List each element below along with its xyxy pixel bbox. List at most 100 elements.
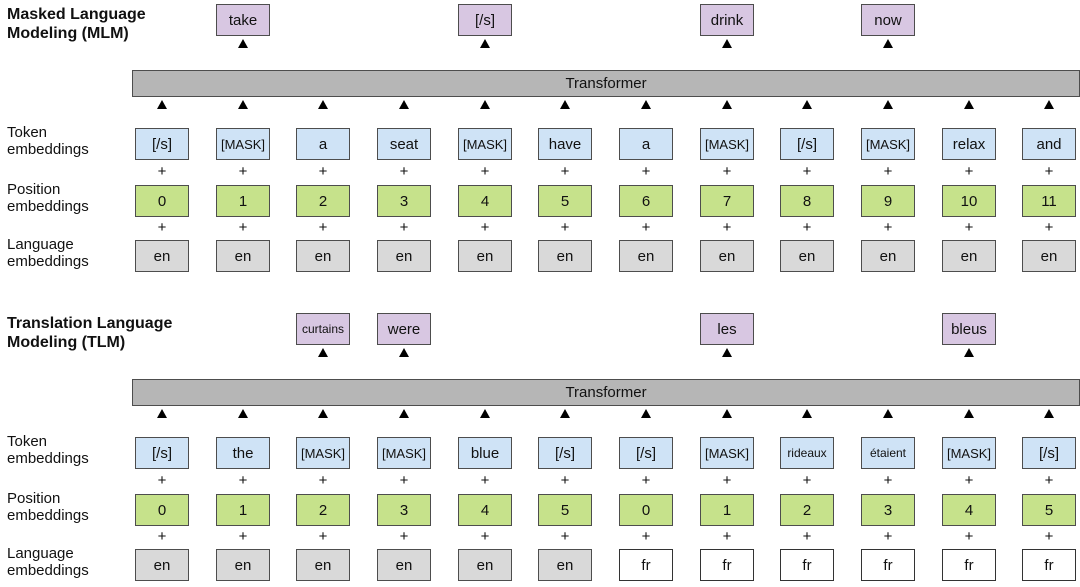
plus-sign: + <box>802 472 812 489</box>
plus-sign: + <box>964 528 974 545</box>
plus-sign: + <box>802 163 812 180</box>
token-box: étaient <box>861 437 915 469</box>
token-box: [/s] <box>135 437 189 469</box>
plus-sign: + <box>318 163 328 180</box>
plus-sign: + <box>641 219 651 236</box>
token-box: [MASK] <box>216 128 270 160</box>
plus-sign: + <box>480 528 490 545</box>
position-box: 5 <box>538 494 592 526</box>
position-box: 8 <box>780 185 834 217</box>
position-box: 1 <box>700 494 754 526</box>
plus-sign: + <box>399 472 409 489</box>
language-box: en <box>780 240 834 272</box>
plus-sign: + <box>399 528 409 545</box>
token-box: relax <box>942 128 996 160</box>
token-box: a <box>296 128 350 160</box>
token-box: [/s] <box>135 128 189 160</box>
plus-sign: + <box>560 472 570 489</box>
plus-sign: + <box>238 528 248 545</box>
plus-sign: + <box>1044 472 1054 489</box>
plus-sign: + <box>722 472 732 489</box>
language-box: fr <box>1022 549 1076 581</box>
plus-sign: + <box>722 528 732 545</box>
plus-sign: + <box>641 528 651 545</box>
plus-sign: + <box>1044 528 1054 545</box>
token-box: [MASK] <box>458 128 512 160</box>
position-box: 5 <box>1022 494 1076 526</box>
section-title-tlm: Translation Language Modeling (TLM) <box>7 315 173 351</box>
language-box: en <box>377 240 431 272</box>
output-box: take <box>216 4 270 36</box>
transformer-bar: Transformer <box>132 379 1080 406</box>
row-label-position-embeddings: Position embeddings <box>7 181 89 215</box>
position-box: 10 <box>942 185 996 217</box>
token-box: [MASK] <box>942 437 996 469</box>
plus-sign: + <box>722 219 732 236</box>
position-box: 2 <box>296 494 350 526</box>
token-box: [MASK] <box>377 437 431 469</box>
position-box: 3 <box>377 185 431 217</box>
plus-sign: + <box>560 528 570 545</box>
plus-sign: + <box>883 163 893 180</box>
output-box: drink <box>700 4 754 36</box>
language-box: en <box>377 549 431 581</box>
plus-sign: + <box>399 219 409 236</box>
plus-sign: + <box>399 163 409 180</box>
plus-sign: + <box>238 163 248 180</box>
output-box: were <box>377 313 431 345</box>
row-label-token-embeddings: Token embeddings <box>7 124 89 158</box>
plus-sign: + <box>318 472 328 489</box>
plus-sign: + <box>964 163 974 180</box>
plus-sign: + <box>1044 219 1054 236</box>
plus-sign: + <box>480 472 490 489</box>
plus-sign: + <box>480 219 490 236</box>
language-box: en <box>538 240 592 272</box>
transformer-bar: Transformer <box>132 70 1080 97</box>
position-box: 3 <box>861 494 915 526</box>
plus-sign: + <box>641 163 651 180</box>
language-box: en <box>619 240 673 272</box>
token-box: [/s] <box>780 128 834 160</box>
position-box: 3 <box>377 494 431 526</box>
plus-sign: + <box>157 528 167 545</box>
plus-sign: + <box>480 163 490 180</box>
language-box: en <box>942 240 996 272</box>
position-box: 9 <box>861 185 915 217</box>
language-box: en <box>216 240 270 272</box>
language-box: en <box>861 240 915 272</box>
position-box: 1 <box>216 185 270 217</box>
plus-sign: + <box>964 472 974 489</box>
position-box: 11 <box>1022 185 1076 217</box>
language-box: en <box>700 240 754 272</box>
output-box: curtains <box>296 313 350 345</box>
position-box: 5 <box>538 185 592 217</box>
plus-sign: + <box>157 472 167 489</box>
plus-sign: + <box>238 219 248 236</box>
plus-sign: + <box>318 219 328 236</box>
language-box: en <box>216 549 270 581</box>
position-box: 0 <box>135 185 189 217</box>
language-box: fr <box>700 549 754 581</box>
plus-sign: + <box>964 219 974 236</box>
position-box: 4 <box>458 494 512 526</box>
token-box: [MASK] <box>700 128 754 160</box>
language-box: en <box>296 240 350 272</box>
language-box: fr <box>619 549 673 581</box>
plus-sign: + <box>802 528 812 545</box>
language-box: en <box>458 240 512 272</box>
output-box: [/s] <box>458 4 512 36</box>
plus-sign: + <box>883 219 893 236</box>
position-box: 2 <box>296 185 350 217</box>
plus-sign: + <box>802 219 812 236</box>
position-box: 0 <box>619 494 673 526</box>
plus-sign: + <box>157 219 167 236</box>
language-box: en <box>296 549 350 581</box>
language-box: en <box>458 549 512 581</box>
plus-sign: + <box>157 163 167 180</box>
language-box: en <box>538 549 592 581</box>
row-label-language-embeddings: Language embeddings <box>7 236 89 270</box>
token-box: the <box>216 437 270 469</box>
language-box: en <box>135 240 189 272</box>
plus-sign: + <box>883 472 893 489</box>
